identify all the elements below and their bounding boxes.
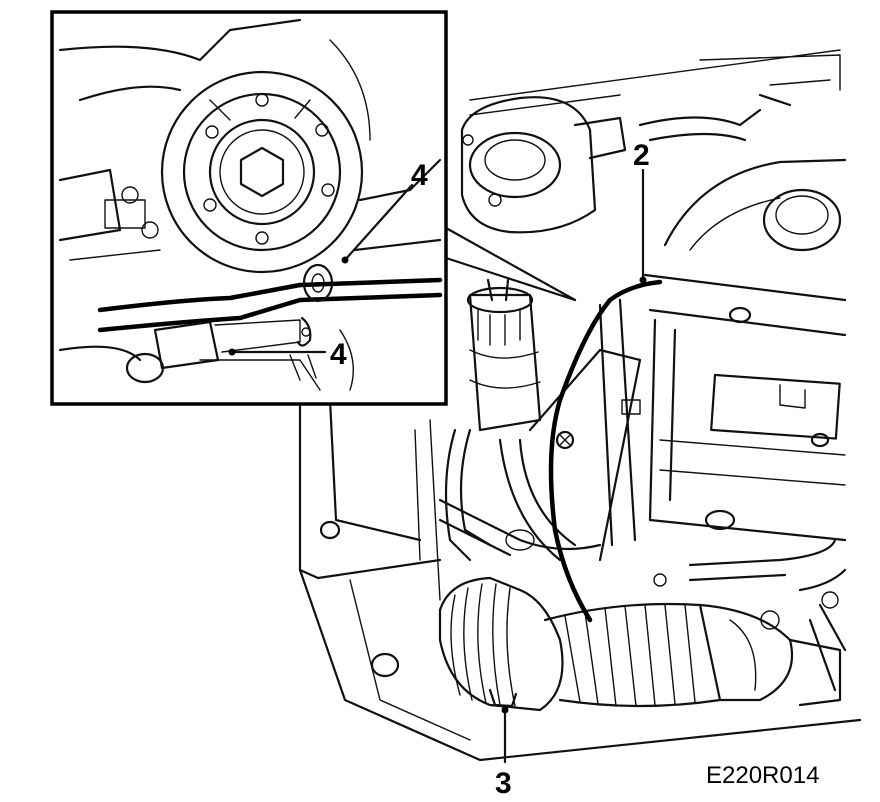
- inset-detail: [50, 10, 448, 406]
- figure-code: E220R014: [706, 762, 819, 789]
- callout-label-4-upper: 4: [411, 159, 428, 192]
- callout-label-2: 2: [633, 139, 650, 172]
- inset-pointer: [444, 226, 577, 302]
- callout-label-3: 3: [495, 767, 512, 800]
- engine-bay-drawing: [298, 49, 862, 762]
- callout-leaders: [228, 168, 647, 764]
- callout-label-4-lower: 4: [330, 338, 347, 371]
